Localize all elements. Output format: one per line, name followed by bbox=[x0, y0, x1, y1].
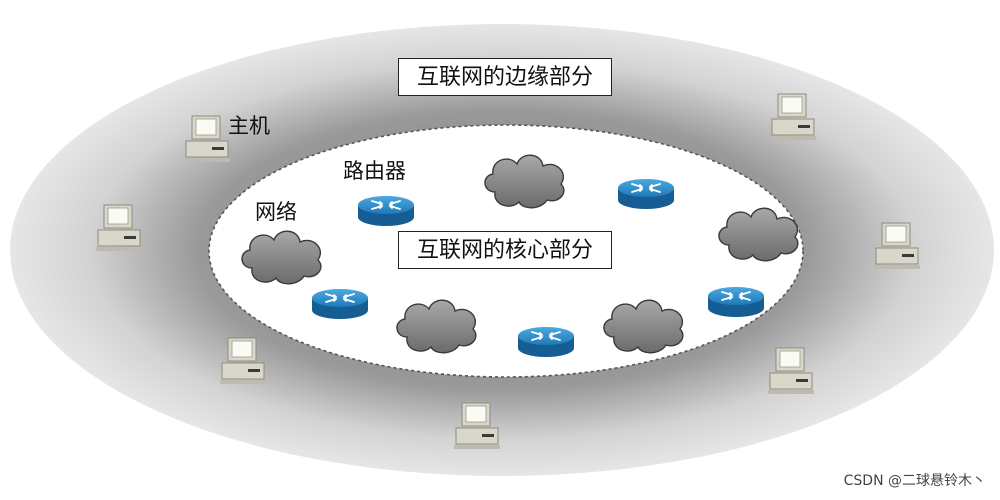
host-computer-icon bbox=[184, 115, 230, 162]
network-label: 网络 bbox=[255, 200, 297, 224]
network-cloud-icon bbox=[603, 299, 684, 354]
host-computer-icon bbox=[768, 347, 814, 394]
router-icon bbox=[358, 196, 414, 226]
clouds-layer bbox=[241, 154, 799, 354]
router-icon bbox=[618, 179, 674, 209]
router-icon bbox=[708, 287, 764, 317]
host-computer-icon bbox=[770, 93, 816, 140]
host-label: 主机 bbox=[228, 114, 270, 138]
network-cloud-icon bbox=[396, 299, 477, 354]
core-part-label: 互联网的核心部分 bbox=[398, 231, 612, 269]
router-label: 路由器 bbox=[343, 159, 406, 183]
watermark: CSDN @二球悬铃木丶 bbox=[843, 473, 986, 489]
router-icon bbox=[518, 327, 574, 357]
host-computer-icon bbox=[454, 402, 500, 449]
host-computer-icon bbox=[220, 337, 266, 384]
edge-part-label: 互联网的边缘部分 bbox=[398, 58, 612, 96]
host-computer-icon bbox=[874, 222, 920, 269]
hosts-layer bbox=[96, 93, 920, 449]
routers-layer bbox=[312, 179, 764, 357]
router-icon bbox=[312, 289, 368, 319]
host-computer-icon bbox=[96, 204, 142, 251]
network-cloud-icon bbox=[484, 154, 565, 209]
network-cloud-icon bbox=[718, 207, 799, 262]
network-cloud-icon bbox=[241, 230, 322, 285]
